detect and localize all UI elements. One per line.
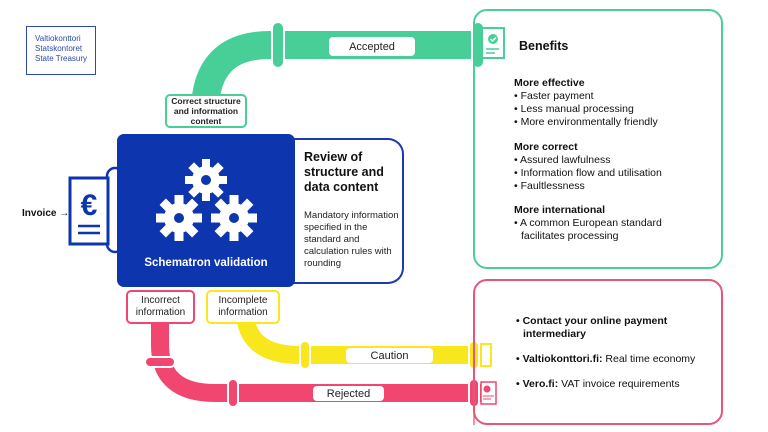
actions-panel [473, 279, 723, 425]
benefit-item: • Faultlessness [514, 180, 585, 192]
action-item-text: VAT invoice requirements [558, 378, 680, 390]
action-item-text: Real time economy [602, 353, 696, 365]
benefit-item: facilitates processing [521, 230, 619, 242]
incomplete-information-label: Incomplete information [206, 290, 280, 324]
benefit-item: • Faster payment [514, 90, 594, 102]
action-item-bold: • Valtiokonttori.fi: [516, 353, 603, 365]
warning-document-icon [480, 343, 492, 367]
gears-icon [156, 159, 257, 241]
schematron-validation-label: Schematron validation [144, 257, 268, 269]
invoice-label: Invoice → [22, 208, 70, 219]
action-item: • Vero.fi: VAT invoice requirements [516, 378, 680, 391]
rejected-document-icon [480, 381, 497, 405]
pipe-coupling [299, 340, 311, 370]
accepted-label: Accepted [329, 37, 415, 56]
action-item-continued: intermediary [516, 328, 586, 341]
action-item: • Valtiokonttori.fi: Real time economy [516, 353, 695, 366]
incorrect-information-label: Incorrect information [126, 290, 195, 324]
action-item-bold: • Vero.fi: [516, 378, 559, 390]
action-item-bold: intermediary [523, 328, 587, 340]
svg-text:€: € [81, 189, 98, 222]
pipe-coupling [227, 378, 239, 408]
review-box [270, 138, 404, 284]
benefit-group-effective: More effective • Faster payment • Less m… [514, 77, 658, 129]
benefit-heading: More correct [514, 141, 578, 153]
logo-line: Valtiokonttori [35, 34, 81, 43]
action-item-bold: • Contact your online payment [516, 315, 668, 327]
state-treasury-logo: Valtiokonttori Statskontoret State Treas… [26, 26, 96, 75]
benefit-item: • More environmentally friendly [514, 116, 658, 128]
benefit-group-correct: More correct • Assured lawfulness • Info… [514, 141, 662, 193]
benefit-heading: More effective [514, 77, 585, 89]
action-item: • Contact your online payment [516, 315, 667, 328]
benefit-group-international: More international • A common European s… [514, 204, 662, 243]
correct-structure-label: Correct structure and information conten… [165, 94, 247, 128]
benefit-item: • Information flow and utilisation [514, 167, 662, 179]
review-body: Mandatory information specified in the s… [304, 210, 399, 269]
benefits-title: Benefits [519, 39, 569, 53]
logo-line: State Treasury [35, 54, 88, 63]
benefit-item: • Assured lawfulness [514, 154, 611, 166]
benefit-heading: More international [514, 204, 606, 216]
caution-label: Caution [346, 348, 433, 363]
euro-invoice-icon: € [68, 166, 125, 254]
review-title: Review of structure and data content [304, 150, 384, 194]
pipe-coupling [144, 356, 176, 368]
benefit-item: • A common European standard [514, 217, 662, 229]
rejected-pipe [151, 300, 482, 402]
caution-pipe [236, 300, 482, 364]
logo-line: Statskontoret [35, 44, 83, 53]
pipe-coupling [271, 21, 285, 69]
rejected-label: Rejected [313, 386, 384, 401]
approved-document-icon [481, 27, 505, 59]
benefits-panel [473, 9, 723, 269]
benefit-item: • Less manual processing [514, 103, 634, 115]
